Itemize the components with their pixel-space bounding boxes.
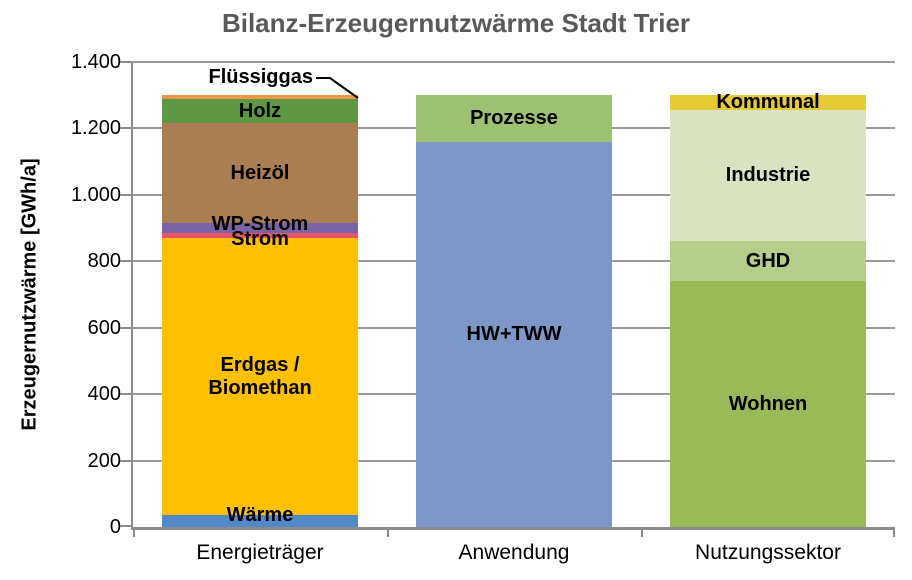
bar-segment: Heizöl bbox=[162, 123, 358, 224]
bar-segment: GHD bbox=[670, 241, 866, 282]
segment-label: WP-Strom bbox=[211, 212, 309, 235]
y-axis-tick-mark bbox=[120, 525, 133, 527]
chart-title: Bilanz-Erzeugernutzwärme Stadt Trier bbox=[221, 8, 691, 38]
y-axis-tick-label: 1.200 bbox=[70, 117, 121, 140]
bar-segment bbox=[162, 95, 358, 99]
y-axis-tick-label: 600 bbox=[87, 316, 121, 339]
bar-segment: WP-Strom bbox=[162, 213, 358, 235]
bar-segment: Holz bbox=[162, 98, 358, 124]
segment-label: GHD bbox=[745, 249, 791, 272]
y-axis-tick-label: 200 bbox=[87, 449, 121, 472]
y-axis-tick-label: 1.000 bbox=[70, 183, 121, 206]
x-axis-tick-mark bbox=[133, 530, 135, 537]
y-axis-tick-mark bbox=[120, 260, 133, 263]
segment-label: Strom bbox=[231, 228, 289, 251]
category-label: Nutzungssektor bbox=[695, 541, 841, 564]
fluessiggas-callout-label: Flüssiggas bbox=[208, 66, 313, 88]
y-axis-tick-label: 0 bbox=[109, 516, 121, 538]
x-axis-tick-mark bbox=[387, 530, 389, 537]
y-axis-tick-label: 800 bbox=[87, 250, 121, 273]
segment-label: Wärme bbox=[226, 503, 294, 526]
bar-segment: Erdgas / Biomethan bbox=[162, 238, 358, 516]
segment-label: HW+TWW bbox=[466, 322, 562, 345]
y-axis-tick-mark bbox=[120, 326, 133, 329]
bar-segment: HW+TWW bbox=[416, 141, 612, 527]
y-axis-tick-mark bbox=[120, 61, 133, 63]
segment-label: Heizöl bbox=[230, 161, 290, 184]
category-label: Energieträger bbox=[196, 541, 324, 564]
bar-segment: Wärme bbox=[162, 504, 358, 527]
segment-label: Wohnen bbox=[728, 392, 808, 415]
bar-segment: Wohnen bbox=[670, 281, 866, 527]
segment-label: Kommunal bbox=[716, 91, 820, 114]
x-axis-tick-mark bbox=[641, 530, 643, 537]
y-axis-tick-mark bbox=[120, 193, 133, 196]
x-axis-tick-mark bbox=[893, 530, 895, 537]
y-axis-tick-mark bbox=[120, 127, 133, 130]
y-axis-tick-label: 400 bbox=[87, 383, 121, 406]
bar-segment: Kommunal bbox=[670, 91, 866, 113]
y-axis-tick-mark bbox=[120, 459, 133, 462]
y-axis-tick-label: 1.400 bbox=[70, 51, 121, 73]
y-axis-tick-mark bbox=[120, 393, 133, 396]
segment-label: Erdgas / Biomethan bbox=[208, 353, 312, 399]
bar-segment: Strom bbox=[162, 228, 358, 250]
segment-label: Industrie bbox=[725, 164, 811, 187]
gridline bbox=[133, 61, 895, 63]
category-label: Anwendung bbox=[458, 541, 570, 564]
bar-segment: Prozesse bbox=[416, 95, 612, 142]
segment-label: Prozesse bbox=[470, 106, 558, 129]
bar-segment: Industrie bbox=[670, 110, 866, 242]
segment-label: Holz bbox=[238, 99, 282, 122]
